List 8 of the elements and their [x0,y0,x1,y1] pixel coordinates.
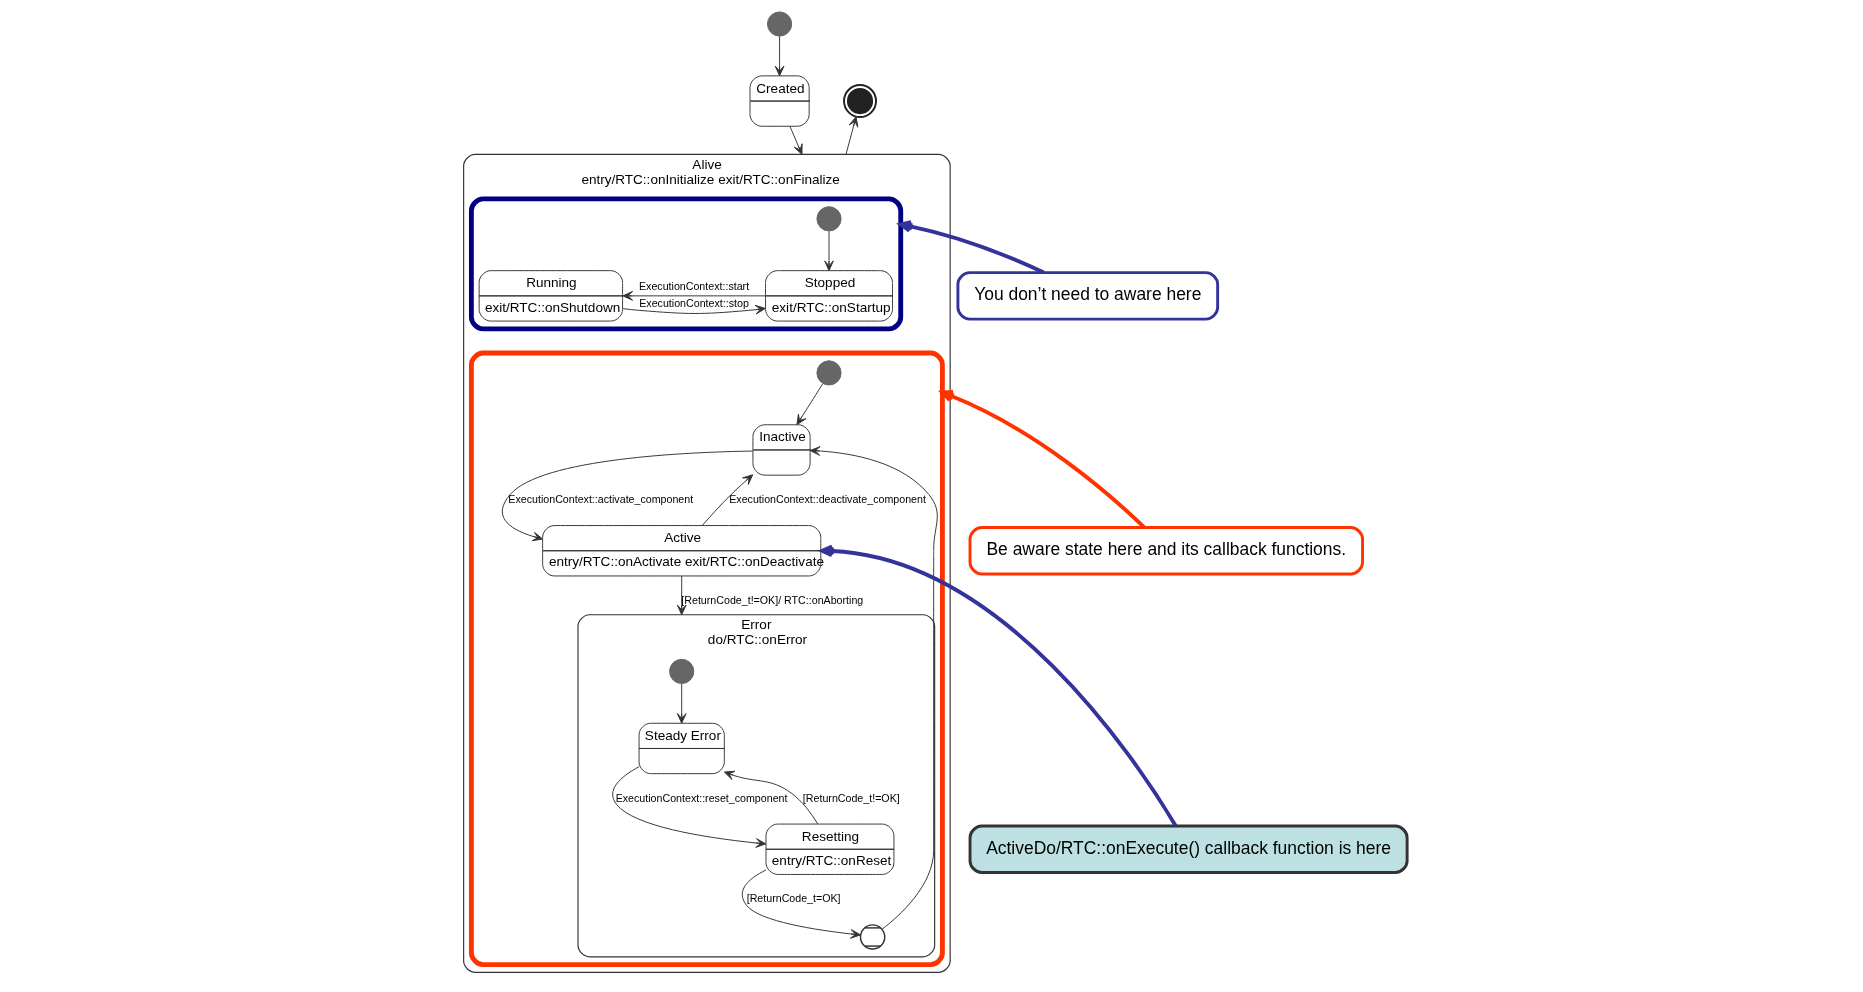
edge-label: ExecutionContext::stop [639,297,749,310]
edge-label: [ReturnCode_t!=OK] [802,791,900,804]
edge-label: ExecutionContext::start [638,279,750,292]
edge-label: ExecutionContext::deactivate_component [729,493,926,506]
edge-label: [ReturnCode_t=OK] [746,892,841,905]
edge-label: [ReturnCode_t!=OK]/ RTC::onAborting [681,593,864,606]
edge-label: ExecutionContext::activate_component [508,493,694,506]
edge-label: ExecutionContext::reset_component [615,791,788,804]
